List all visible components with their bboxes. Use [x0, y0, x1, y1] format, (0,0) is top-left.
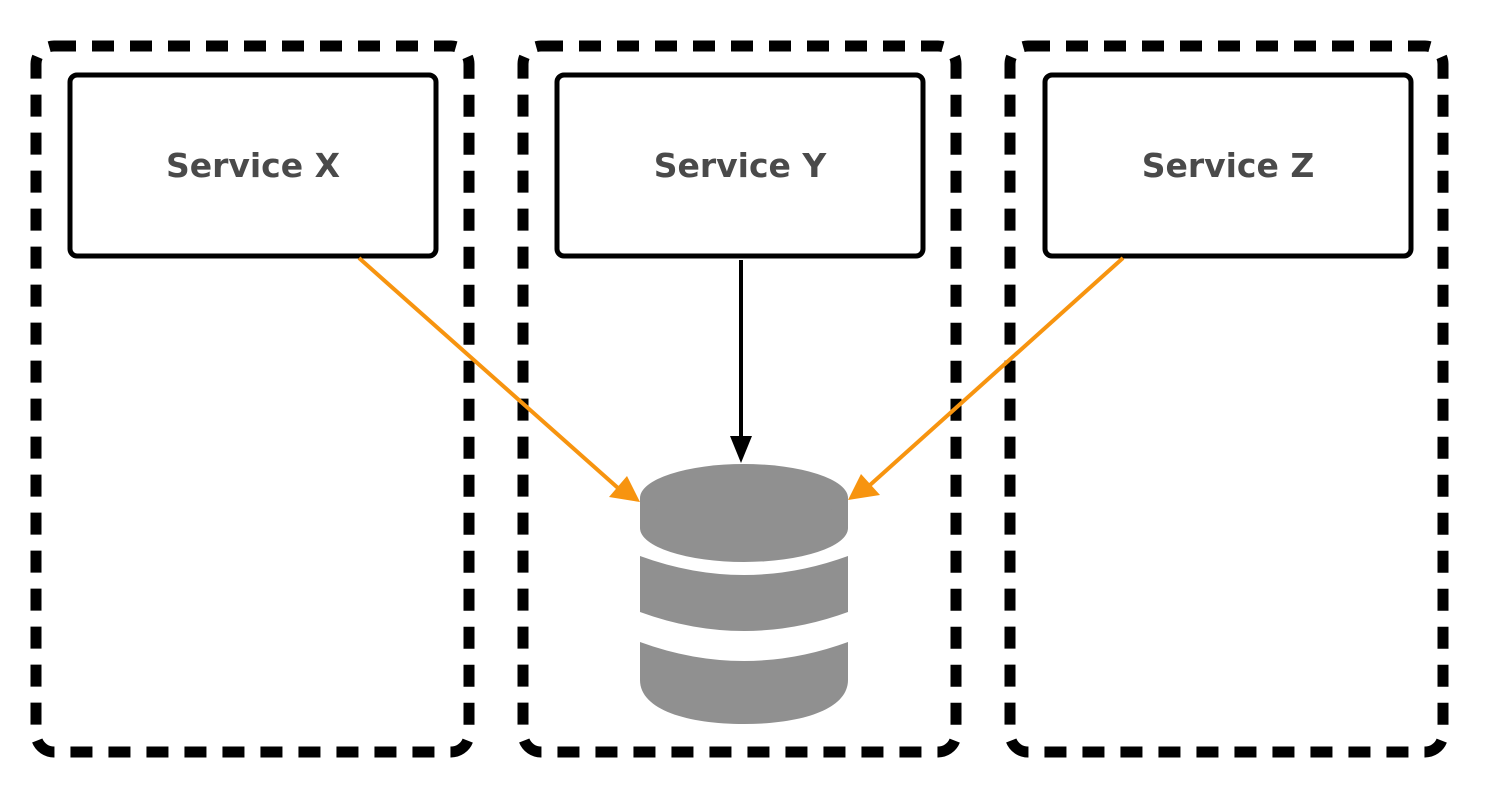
connection-y-to-db — [730, 260, 752, 463]
service-y-label: Service Y — [654, 146, 828, 185]
boundary-service-x — [30, 40, 475, 758]
boundary-service-y — [517, 40, 962, 758]
service-z-box[interactable]: Service Z — [1042, 72, 1414, 259]
database-icon[interactable] — [640, 464, 848, 724]
connection-z-to-db — [848, 256, 1125, 500]
service-y-box[interactable]: Service Y — [554, 72, 926, 259]
service-x-box[interactable]: Service X — [67, 72, 439, 259]
service-x-label: Service X — [166, 146, 340, 185]
connection-x-to-db — [357, 256, 640, 502]
boundary-service-z — [1004, 40, 1449, 758]
service-z-label: Service Z — [1142, 146, 1315, 185]
